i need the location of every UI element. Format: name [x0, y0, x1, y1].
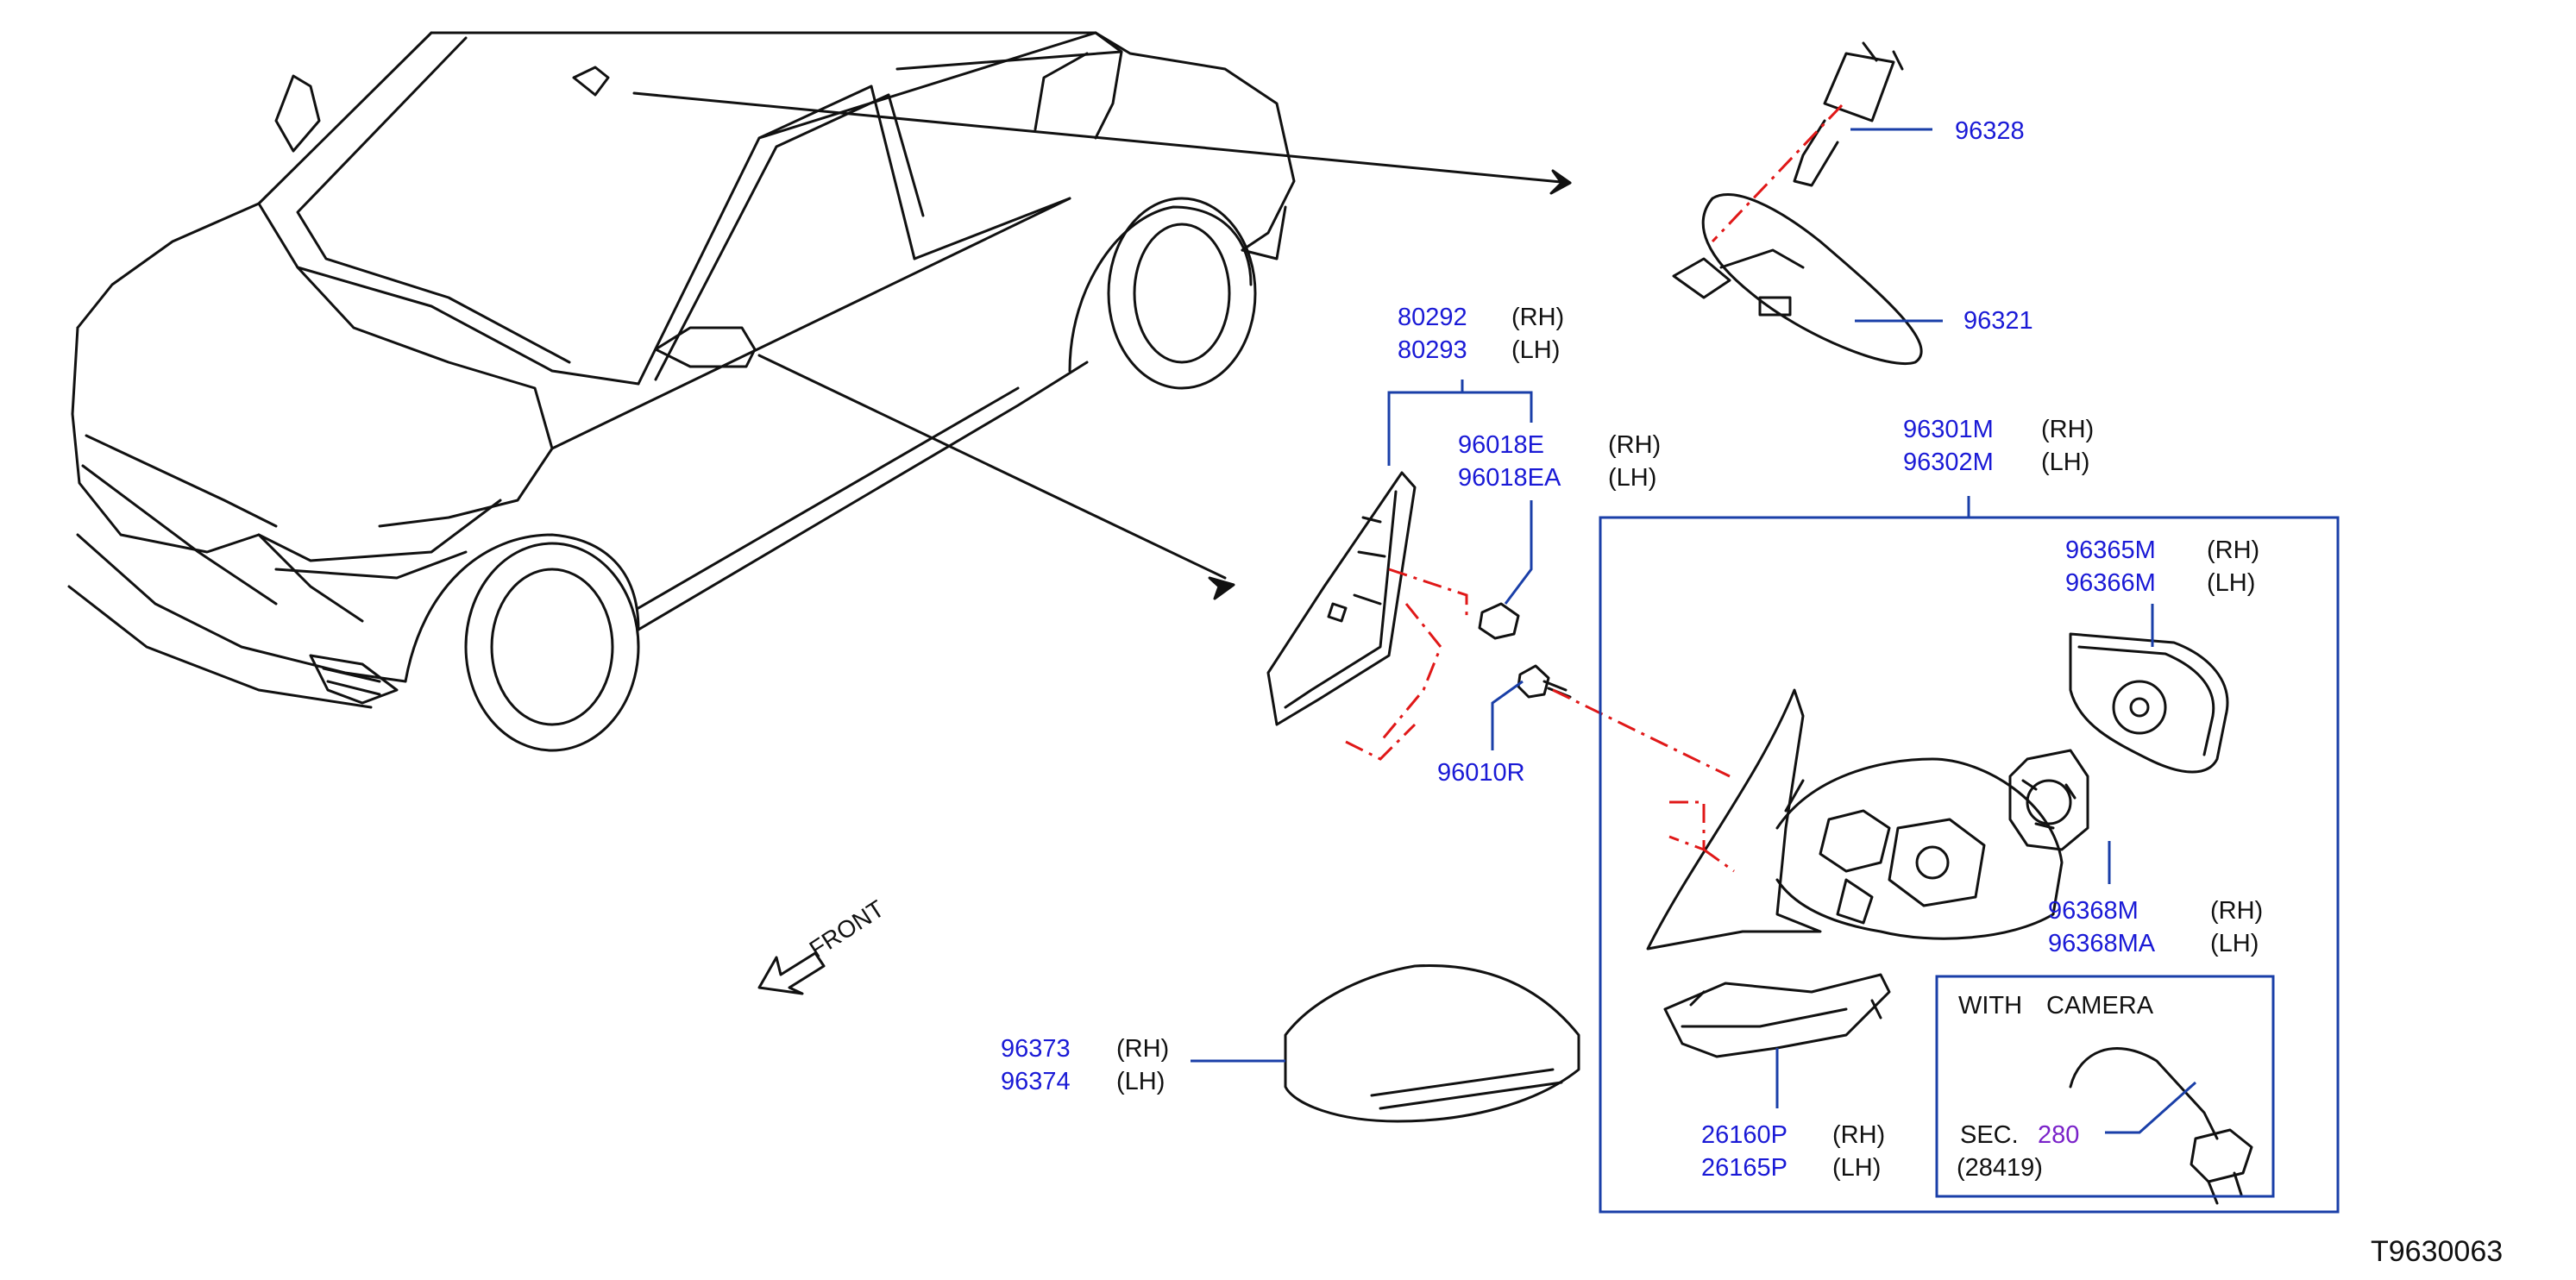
side-lh-96018EA: (LH): [1608, 464, 1657, 492]
leader-96010R: [1491, 680, 1524, 750]
part-96368MA[interactable]: 96368MA: [2048, 930, 2156, 957]
part-96365M[interactable]: 96365M: [2065, 536, 2156, 564]
sec-number-link[interactable]: 280: [2038, 1121, 2080, 1149]
side-lh-96366M: (LH): [2207, 569, 2256, 597]
camera-box: [1935, 975, 2275, 1198]
side-rh-80292: (RH): [1511, 304, 1565, 331]
turn-signal-lamp-illustration: [1663, 973, 1891, 1058]
outer-mirror-box: [1599, 516, 2340, 1214]
mirror-glass-illustration: [2069, 632, 2229, 774]
camera-sub-part: (28419): [1957, 1154, 2043, 1182]
part-96366M[interactable]: 96366M: [2065, 569, 2156, 597]
diagram-id: T9630063: [2371, 1235, 2504, 1268]
outer-mirror-assembly-illustration: [1646, 688, 2064, 951]
callout-arrows: [632, 91, 1572, 600]
side-rh-96018E: (RH): [1608, 431, 1662, 459]
side-lh-96368MA: (LH): [2210, 930, 2259, 957]
part-26165P[interactable]: 26165P: [1701, 1154, 1787, 1182]
assembly-centerlines: [1345, 104, 1844, 873]
front-direction-arrow: [757, 951, 826, 995]
side-rh-96365M: (RH): [2207, 536, 2260, 564]
camera-illustration: [2069, 1047, 2253, 1205]
part-80292[interactable]: 80292: [1398, 304, 1467, 331]
fastener-illustrations: [1478, 602, 1572, 699]
mirror-cover-illustration: [1284, 964, 1580, 1123]
part-26160P[interactable]: 26160P: [1701, 1121, 1787, 1149]
side-lh-96374: (LH): [1116, 1068, 1165, 1095]
part-96010R[interactable]: 96010R: [1437, 759, 1525, 787]
side-rh-26160P: (RH): [1832, 1121, 1886, 1149]
part-96368M[interactable]: 96368M: [2048, 897, 2139, 925]
sec-label: SEC.: [1960, 1121, 2019, 1149]
part-96018EA[interactable]: 96018EA: [1458, 464, 1561, 492]
side-lh-96302M: (LH): [2041, 449, 2090, 476]
vehicle-illustration: [67, 31, 1296, 752]
mirror-actuator-illustration: [2008, 749, 2089, 851]
part-96373[interactable]: 96373: [1001, 1035, 1071, 1063]
side-rh-96373: (RH): [1116, 1035, 1170, 1063]
camera-box-title-with: WITH: [1958, 992, 2023, 1020]
part-96302M[interactable]: 96302M: [1903, 449, 1994, 476]
side-rh-96301M: (RH): [2041, 416, 2095, 443]
leader-sec-280: [2105, 1081, 2196, 1134]
part-96374[interactable]: 96374: [1001, 1068, 1071, 1095]
side-rh-96368M: (RH): [2210, 897, 2264, 925]
leader-96018E: [1504, 500, 1533, 605]
part-96321[interactable]: 96321: [1963, 307, 2033, 335]
part-80293[interactable]: 80293: [1398, 336, 1467, 364]
part-96018E[interactable]: 96018E: [1458, 431, 1544, 459]
camera-box-title-camera: CAMERA: [2046, 992, 2154, 1020]
part-96328[interactable]: 96328: [1955, 117, 2025, 145]
side-lh-80293: (LH): [1511, 336, 1561, 364]
part-96301M[interactable]: 96301M: [1903, 416, 1994, 443]
side-lh-26165P: (LH): [1832, 1154, 1882, 1182]
rearview-mirror-illustration: [1672, 41, 1923, 365]
bracket-80292-80293: [1387, 391, 1533, 466]
mirror-corner-finisher: [1266, 471, 1417, 726]
